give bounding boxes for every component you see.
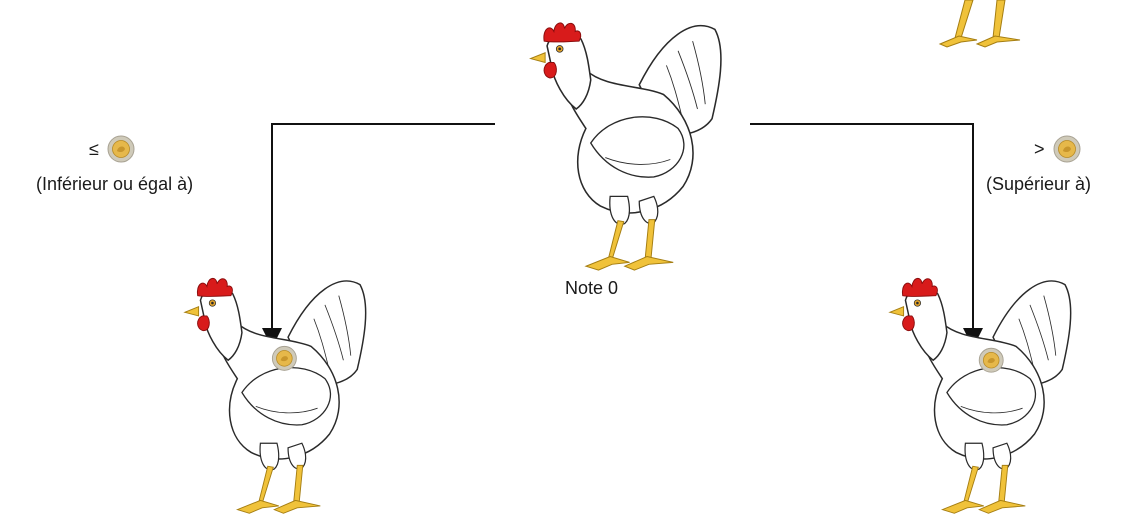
center-caption: Note 0	[565, 278, 619, 298]
left-branch-symbol: ≤	[89, 138, 99, 159]
left-branch-text: (Inférieur ou égal à)	[36, 174, 194, 194]
partial-chicken-legs	[938, 0, 1021, 48]
left-placed-coin-icon	[271, 345, 297, 371]
center-chicken-image	[529, 22, 722, 271]
right-connector	[750, 123, 983, 348]
right-placed-coin-icon	[978, 347, 1004, 373]
left-chicken-image	[184, 277, 367, 515]
coin-icon	[107, 135, 135, 163]
right-branch-text: (Supérieur à)	[986, 174, 1092, 194]
coin-icon	[1053, 135, 1081, 163]
left-connector	[262, 123, 495, 348]
right-chicken-image	[889, 277, 1072, 515]
left-branch-condition: ≤	[89, 135, 135, 163]
right-branch-symbol: >	[1034, 138, 1045, 159]
right-branch-condition: >	[1034, 135, 1081, 163]
